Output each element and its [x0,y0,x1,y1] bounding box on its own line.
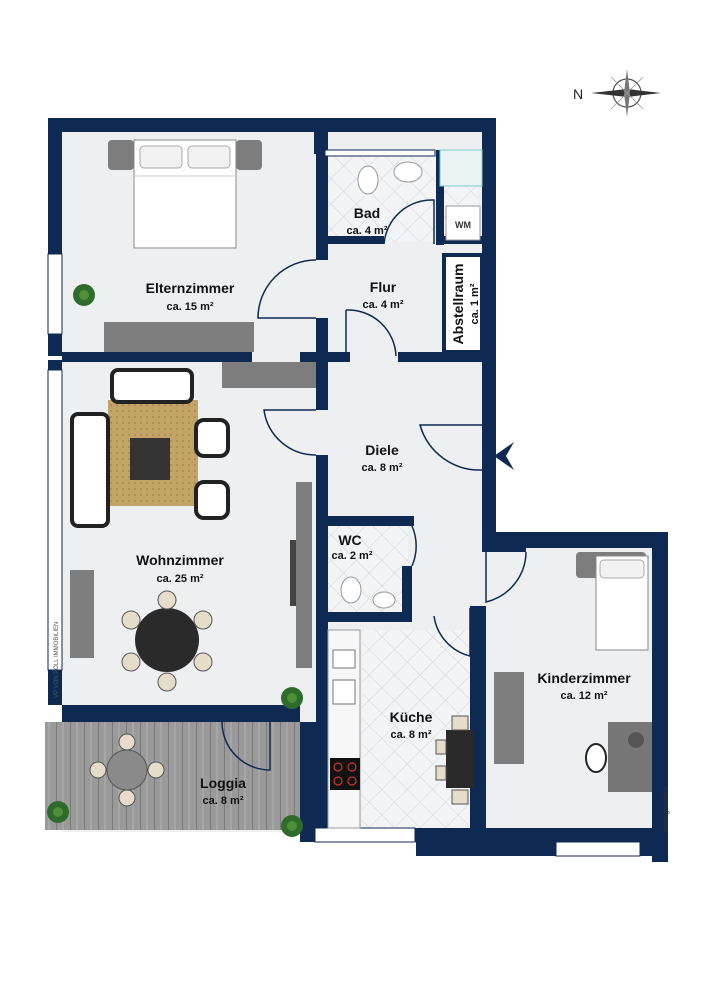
desk [585,722,652,792]
room-name-kinderzimmer: Kinderzimmer [537,670,631,686]
room-area-flur: ca. 4 m² [363,299,404,311]
room-name-elternzimmer: Elternzimmer [146,280,235,296]
compass-north-label: N [573,86,583,102]
wc-fixtures [340,576,396,609]
wardrobe-kids [494,672,524,764]
plant-icon [73,284,95,306]
sideboard [222,362,316,388]
plant-icon [281,687,303,709]
room-area-diele: ca. 8 m² [362,462,403,474]
room-area-wohnzimmer: ca. 25 m² [156,573,203,585]
room-area-wc: ca. 2 m² [332,550,373,562]
plant-icon [281,815,303,837]
door-swings [221,199,527,771]
kitchen-table [435,715,474,805]
room-name-kueche: Küche [390,709,433,725]
room-name-wc: WC [338,532,361,548]
sofa [70,368,194,528]
double-bed [108,139,262,249]
single-bed [576,552,649,651]
room-area-kinderzimmer: ca. 12 m² [560,690,607,702]
plant-icon [47,801,69,823]
coffee-table [130,438,170,480]
loggia-table [89,733,165,807]
room-area-kueche: ca. 8 m² [391,729,432,741]
shelf [70,570,94,658]
wardrobe [104,322,254,352]
credit-text: Immogrundriss [663,785,670,832]
room-area-bad: ca. 4 m² [347,225,388,237]
dining-table-round [121,590,213,692]
von-poll-logo: VP VON POLL IMMOBILIEN [54,622,60,698]
armchairs [194,418,230,520]
bathroom-fixtures [357,149,483,241]
room-name-diele: Diele [365,442,399,458]
logo-text: VP VON POLL IMMOBILIEN [54,622,60,698]
room-name-loggia: Loggia [200,775,246,791]
room-name-wohnzimmer: Wohnzimmer [136,552,224,568]
room-name-abstellraum: Abstellraum [450,264,466,345]
room-label-abstellraum: Abstellraum ca. 1 m² [450,264,481,345]
entrance-arrow-icon [494,442,514,470]
loggia-deck [45,722,307,830]
tv [290,540,296,606]
room-area-loggia: ca. 8 m² [203,795,244,807]
room-name-flur: Flur [370,279,397,295]
room-name-bad: Bad [354,205,380,221]
compass-rose-icon [591,69,661,117]
room-area-elternzimmer: ca. 15 m² [166,301,213,313]
kitchen-counter [327,629,361,829]
room-labels: Elternzimmer ca. 15 m² Bad ca. 4 m² Flur… [136,205,631,807]
washing-machine-label: WM [455,220,471,230]
room-area-abstellraum: ca. 1 m² [469,283,481,324]
credit-label: Immogrundriss [663,785,670,832]
tv-console [296,482,312,668]
